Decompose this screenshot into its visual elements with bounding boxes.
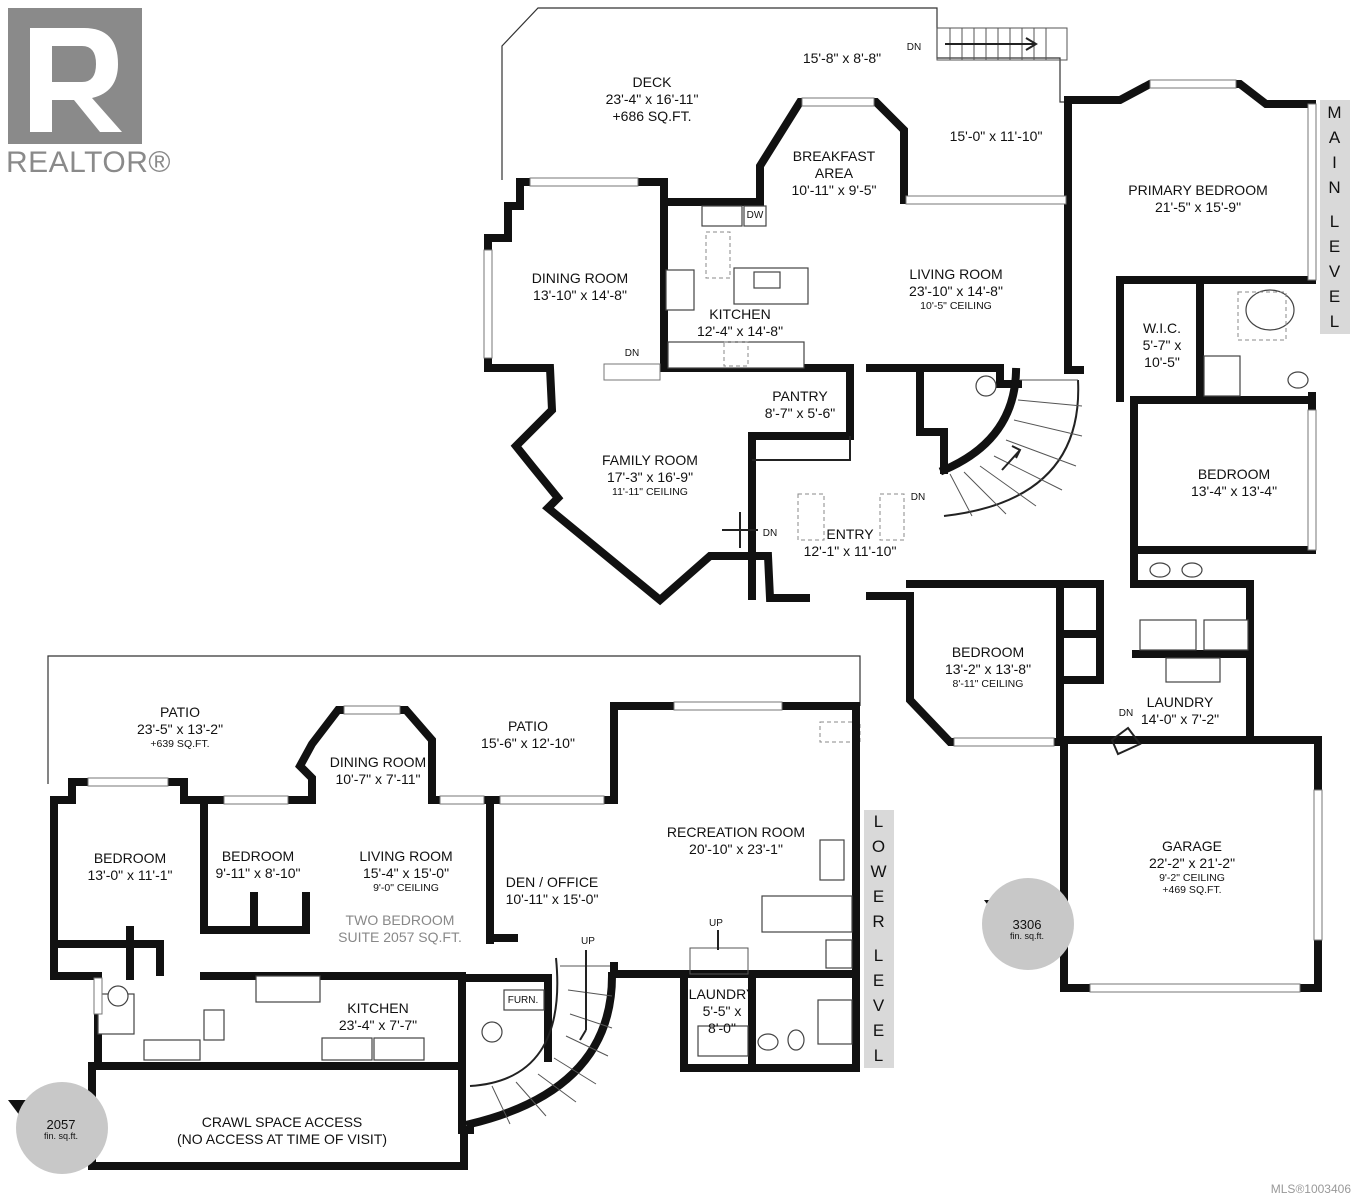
room-kitchen-lower: KITCHEN 23'-4" x 7'-7" bbox=[338, 1000, 418, 1033]
deck-stairs bbox=[936, 27, 1068, 61]
mls-number: MLS®1003406 bbox=[1270, 1182, 1351, 1196]
lower-windows bbox=[87, 701, 783, 1015]
main-spiral-stairs bbox=[916, 367, 1083, 517]
room-living-main: LIVING ROOM 23'-10" x 14'-8" 10'-5" CEIL… bbox=[909, 266, 1003, 312]
room-dining-main: DINING ROOM 13'-10" x 14'-8" bbox=[531, 270, 629, 303]
up-label-stairs: UP bbox=[581, 936, 595, 947]
main-windows bbox=[483, 79, 1323, 993]
dn-label-stairs: DN bbox=[910, 492, 926, 503]
room-garage: GARAGE 22'-2" x 21'-2" 9'-2" CEILING +46… bbox=[1148, 838, 1236, 897]
room-living-lower: LIVING ROOM 15'-4" x 15'-0" 9'-0" CEILIN… bbox=[359, 848, 453, 894]
room-bedroom-lower-2: BEDROOM 9'-11" x 8'-10" bbox=[215, 848, 301, 881]
room-deck: DECK 23'-4" x 16'-11" +686 SQ.FT. bbox=[605, 74, 699, 124]
deck-outline bbox=[501, 7, 1068, 180]
north-arrow-lower-icon bbox=[8, 1082, 108, 1174]
room-sunroom: 15'-0" x 11'-10" bbox=[949, 128, 1043, 144]
room-patio-west: PATIO 23'-5" x 13'-2" +639 SQ.FT. bbox=[136, 704, 224, 750]
room-family: FAMILY ROOM 17'-3" x 16'-9" 11'-11" CEIL… bbox=[602, 452, 698, 498]
room-pantry: PANTRY 8'-7" x 5'-6" bbox=[764, 388, 836, 421]
patio-outline bbox=[47, 655, 861, 784]
room-patio-east: PATIO 15'-6" x 12'-10" bbox=[481, 718, 575, 751]
deck-small-dim: 15'-8" x 8'-8" bbox=[802, 50, 882, 66]
room-recreation: RECREATION ROOM 20'-10" x 23'-1" bbox=[666, 824, 806, 857]
up-label-recreation: UP bbox=[709, 918, 723, 929]
room-wic: W.I.C. 5'-7" x 10'-5" bbox=[1142, 320, 1182, 370]
lower-exterior-wall bbox=[50, 702, 860, 1072]
realtor-logo-icon bbox=[8, 8, 142, 144]
suite-note: TWO BEDROOM SUITE 2057 SQ.FT. bbox=[338, 912, 462, 945]
room-laundry-main: LAUNDRY 14'-0" x 7'-2" bbox=[1140, 694, 1220, 727]
realtor-logo-text: REALTOR® bbox=[6, 146, 172, 179]
dn-label-kitchen: DN bbox=[624, 348, 640, 359]
room-entry: ENTRY 12'-1" x 11'-10" bbox=[803, 526, 897, 559]
room-dining-lower: DINING ROOM 10'-7" x 7'-11" bbox=[329, 754, 427, 787]
dn-label-laundry: DN bbox=[1118, 708, 1134, 719]
room-bedroom-east: BEDROOM 13'-4" x 13'-4" bbox=[1190, 466, 1278, 499]
room-den-office: DEN / OFFICE 10'-11" x 15'-0" bbox=[505, 874, 599, 907]
dn-label-entry: DN bbox=[762, 528, 778, 539]
room-bedroom-south: BEDROOM 13'-2" x 13'-8" 8'-11" CEILING bbox=[944, 644, 1032, 690]
room-crawl-space: CRAWL SPACE ACCESS (NO ACCESS AT TIME OF… bbox=[176, 1114, 388, 1147]
room-breakfast-area: BREAKFAST AREA 10'-11" x 9'-5" bbox=[791, 148, 877, 198]
furnace-label: FURN. bbox=[507, 995, 539, 1006]
dw-label: DW bbox=[746, 210, 764, 221]
lower-spiral-stairs bbox=[469, 950, 613, 1125]
room-primary-bedroom: PRIMARY BEDROOM 21'-5" x 15'-9" bbox=[1128, 182, 1268, 215]
room-kitchen-main: KITCHEN 12'-4" x 14'-8" bbox=[696, 306, 784, 339]
dn-label-top: DN bbox=[906, 42, 922, 53]
room-laundry-lower: LAUNDRY 5'-5" x 8'-0" bbox=[688, 986, 756, 1036]
room-bedroom-lower-1: BEDROOM 13'-0" x 11'-1" bbox=[87, 850, 173, 883]
north-arrow-icon bbox=[982, 878, 1074, 970]
